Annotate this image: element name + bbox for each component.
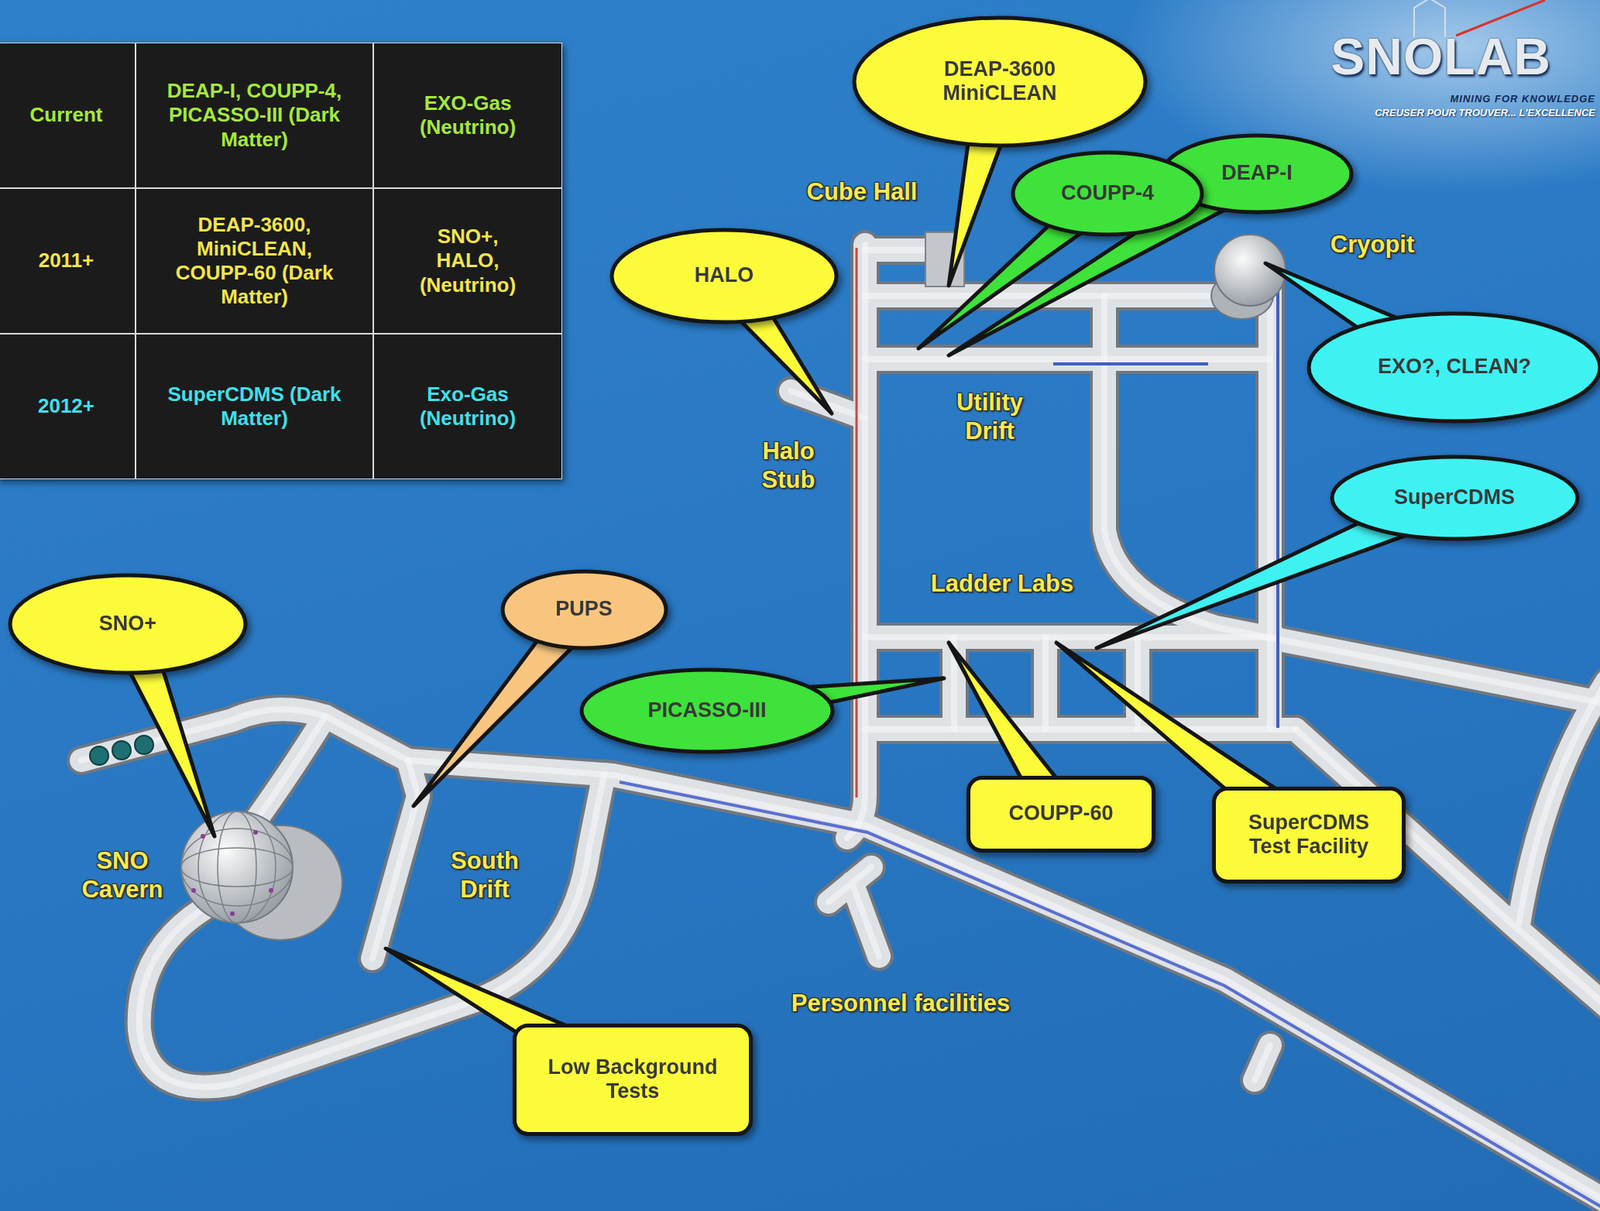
place-name: South Drift [450,846,519,904]
tunnel-shine [81,244,1600,1202]
callout-bubble: PUPS [500,569,669,651]
bubble-shape [10,575,246,673]
table-cell: SuperCDMS (Dark Matter) [136,334,373,479]
table-text: DEAP-3600, MiniCLEAN, COUPP-60 (Dark Mat… [157,212,352,310]
table-text: 2011+ [38,248,95,273]
bubble-shape [1012,152,1202,235]
sno-geodesic [181,811,293,924]
place-name: SNO Cavern [81,846,163,904]
bubble-shape [502,571,667,649]
callout-bubble: DEAP-3600 MiniCLEAN [851,15,1148,148]
service-pipe [855,247,859,798]
table-cell: 2012+ [0,334,135,479]
table-cell: Exo-Gas (Neutrino) [374,334,562,479]
table-cell: 2011+ [0,188,135,334]
callout-text: COUPP-4 [1060,181,1154,206]
callout-text: EXO?, CLEAN? [1377,354,1532,379]
place-name: Cube Hall [806,177,918,207]
callout-text: SNO+ [99,611,157,636]
service-pipe [1276,263,1280,728]
callout-text: HALO [694,263,755,288]
callout-text: COUPP-60 [1008,801,1113,826]
service-pipe [1053,362,1209,366]
callout-text: DEAP-I [1221,161,1293,186]
table-cell: Current [0,43,135,188]
callout-text: PICASSO-III [647,698,766,723]
bubble-shape [1308,313,1600,422]
callout-bubble: EXO?, CLEAN? [1306,311,1600,424]
tunnel-outline [81,244,1600,1202]
tunnel [81,244,1600,1202]
table-cell: DEAP-I, COUPP-4, PICASSO-III (Dark Matte… [136,43,373,188]
table-text: SuperCDMS (Dark Matter) [157,382,352,431]
place-name: Ladder Labs [930,569,1074,598]
place-name: Halo Stub [762,436,816,495]
callout-bubble: COUPP-4 [1010,150,1205,237]
table-cell: SNO+, HALO, (Neutrino) [374,188,562,334]
bubble-shape [581,669,833,752]
callout-text: PUPS [555,597,613,622]
table-text: Current [30,103,104,128]
table-cell: DEAP-3600, MiniCLEAN, COUPP-60 (Dark Mat… [136,188,373,334]
callout-bubble: SNO+ [7,573,248,676]
callout-bubble: SuperCDMS [1329,454,1580,542]
callout-text: Low Background Tests [535,1055,730,1104]
logo-text: MINING FOR KNOWLEDGE [1449,92,1596,106]
logo-text: SNOLAB [1330,30,1552,83]
callout-text: DEAP-3600 MiniCLEAN [914,57,1085,106]
bubble-shape [854,17,1146,146]
bubble-shape [611,230,837,323]
place-name: Utility Drift [956,387,1024,446]
callout-text: SuperCDMS [1393,485,1515,510]
table-text: Exo-Gas (Neutrino) [409,382,526,431]
callout-text: SuperCDMS Test Facility [1231,810,1387,859]
pmt-dots [191,830,274,917]
bubble-shape [1332,456,1578,540]
table-text: SNO+, HALO, (Neutrino) [409,224,526,298]
callout-box: Low Background Tests [512,1023,753,1137]
callout-box: SuperCDMS Test Facility [1212,786,1406,884]
tanks [89,735,154,766]
place-name: Cryopit [1330,230,1415,259]
callout-bubble: HALO [609,227,839,325]
table-text: DEAP-I, COUPP-4, PICASSO-III (Dark Matte… [157,78,352,152]
logo-text: CREUSER POUR TROUVER... L'EXCELLENCE [1374,106,1596,120]
callout-box: COUPP-60 [966,775,1156,853]
table-text: 2012+ [37,394,95,419]
table-cell: EXO-Gas (Neutrino) [374,43,562,188]
table-text: EXO-Gas (Neutrino) [409,91,526,140]
callout-bubble: PICASSO-III [579,667,835,755]
sno-sphere [181,811,293,924]
place-name: Personnel facilities [791,988,1011,1018]
